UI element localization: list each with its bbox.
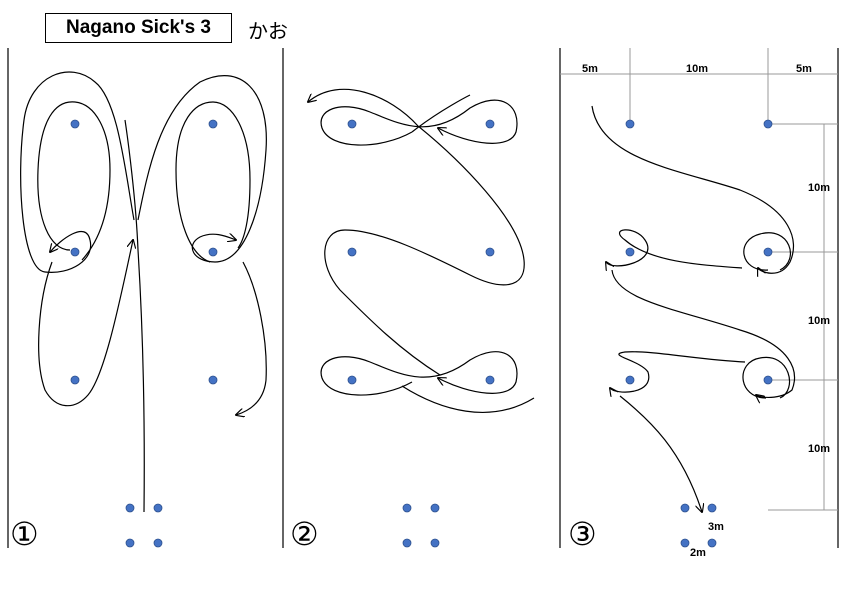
panel-2-bottom-tail — [401, 385, 535, 413]
panel-3-finish-line — [619, 395, 702, 512]
label-start-width: 2m — [690, 547, 706, 559]
label-side-distance-2: 10m — [808, 315, 830, 327]
cone — [625, 119, 635, 129]
start-cone — [402, 538, 412, 548]
label-top-right-distance: 5m — [796, 63, 812, 75]
panel-2-bottom-figure-eight — [320, 351, 518, 396]
cone — [763, 247, 773, 257]
panel-1-outer-left-loop — [20, 71, 135, 273]
panel-2-middle-loop — [324, 125, 525, 376]
panel-3-first-sweep — [591, 105, 794, 273]
panel-3-number: ③ — [568, 515, 597, 553]
label-top-left-distance: 5m — [582, 63, 598, 75]
diagram-title: Nagano Sick's 3 — [45, 13, 232, 43]
start-cone — [125, 503, 135, 513]
panel-2-top-figure-eight — [320, 99, 518, 146]
panel-3-right-loop-1 — [743, 232, 791, 271]
cone — [347, 247, 357, 257]
diagram-subtitle: かお — [248, 19, 288, 43]
cone — [70, 375, 80, 385]
cone — [485, 247, 495, 257]
start-cone — [153, 503, 163, 513]
start-cone — [707, 538, 717, 548]
panel-1-number: ① — [10, 515, 39, 553]
start-cone — [125, 538, 135, 548]
panel-1-start-line — [124, 119, 145, 513]
cone — [625, 375, 635, 385]
panel-2-entry-arc — [308, 88, 419, 127]
panel-3-right-loop-2 — [742, 356, 790, 399]
cone — [485, 119, 495, 129]
panel-1-lower-left-loop — [38, 240, 133, 407]
label-side-distance-1: 10m — [808, 182, 830, 194]
start-cone — [153, 538, 163, 548]
panel-2-top-cross — [411, 94, 471, 133]
panel-1: ① — [10, 71, 267, 553]
cone — [763, 119, 773, 129]
start-cone — [402, 503, 412, 513]
cone — [70, 247, 80, 257]
cone — [208, 247, 218, 257]
panel-1-right-loops — [137, 75, 267, 263]
panel-3-left-loop-1 — [606, 229, 743, 268]
panel-1-inner-left-loop — [37, 101, 111, 261]
label-side-distance-3: 10m — [808, 443, 830, 455]
panel-2: ② — [290, 88, 535, 553]
panel-3: 5m 10m 5m 10m 10m 10m 3m 2m ③ — [560, 48, 838, 559]
cone — [347, 119, 357, 129]
cone — [347, 375, 357, 385]
cone — [763, 375, 773, 385]
cones — [70, 119, 773, 548]
start-cone — [680, 503, 690, 513]
label-start-gap: 3m — [708, 521, 724, 533]
panel-3-second-sweep — [611, 269, 796, 397]
start-cone — [707, 503, 717, 513]
panel-1-exit-line — [236, 261, 267, 415]
start-cone — [430, 503, 440, 513]
panel-2-number: ② — [290, 515, 319, 553]
cone — [625, 247, 635, 257]
cone — [485, 375, 495, 385]
start-cone — [430, 538, 440, 548]
cone — [208, 375, 218, 385]
start-cone — [680, 538, 690, 548]
label-top-middle-distance: 10m — [686, 63, 708, 75]
panel-1-inner-right-loop — [175, 101, 251, 263]
cone — [70, 119, 80, 129]
panel-3-left-loop-2 — [610, 351, 746, 392]
cone — [208, 119, 218, 129]
